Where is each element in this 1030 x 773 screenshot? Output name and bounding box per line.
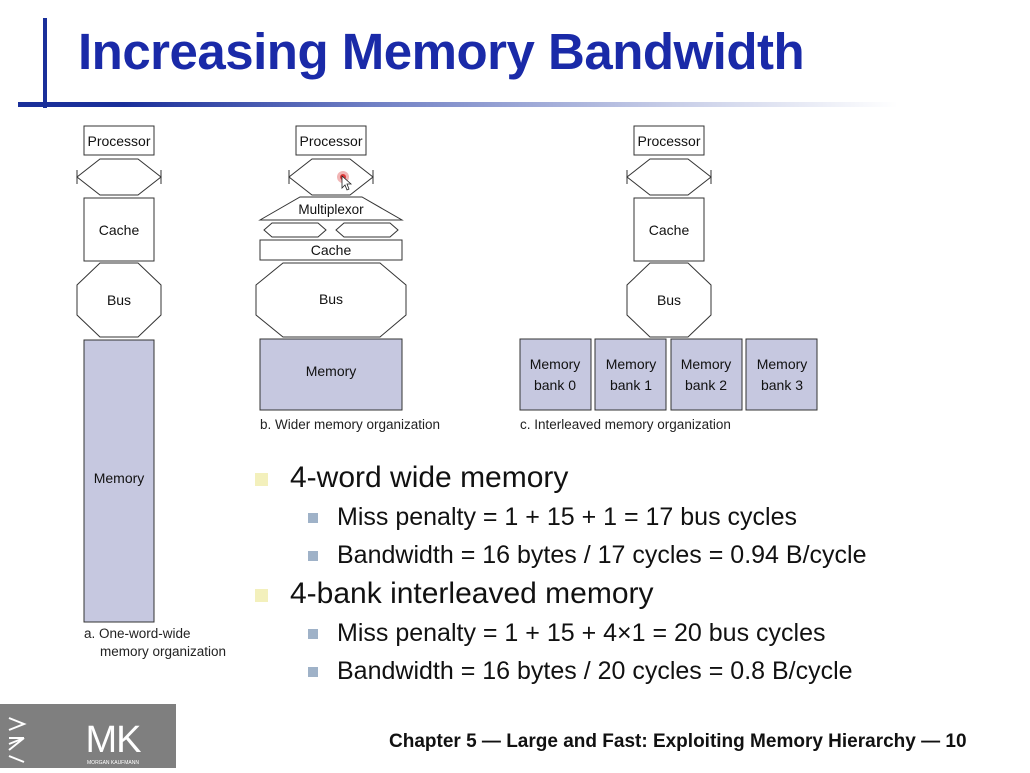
- sub-bullet-item: Bandwidth = 16 bytes / 20 cycles = 0.8 B…: [250, 652, 866, 690]
- c-bank-1-line2: bank 1: [610, 377, 652, 393]
- slide-footer: Chapter 5 — Large and Fast: Exploiting M…: [389, 731, 967, 752]
- a-cache-label: Cache: [99, 222, 140, 238]
- b-memory-box: [259, 338, 403, 411]
- b-multiplexor-label: Multiplexor: [298, 202, 364, 217]
- bullet-item: 4-word wide memory: [250, 458, 866, 498]
- sub-bullet-square-icon: [308, 513, 318, 523]
- c-memory-bank-0: [519, 338, 592, 411]
- b-caption: b. Wider memory organization: [260, 417, 441, 432]
- bullet-text: 4-word wide memory: [290, 461, 569, 494]
- a-caption-line1: a. One-word-wide: [84, 626, 191, 641]
- c-bank-1-line1: Memory: [606, 356, 657, 372]
- a-processor-cache-link: [76, 158, 162, 196]
- a-memory-label: Memory: [94, 470, 145, 486]
- diagram-c-interleaved: Processor Cache Bus Memory bank 0 Memory…: [519, 125, 818, 411]
- b-memory-label: Memory: [306, 363, 357, 379]
- sub-bullet-text: Miss penalty = 1 + 15 + 1 = 17 bus cycle…: [337, 503, 797, 531]
- a-cache-box: [83, 197, 155, 262]
- c-memory-bank-1: [594, 338, 667, 411]
- bullet-list: 4-word wide memory Miss penalty = 1 + 15…: [250, 458, 866, 690]
- c-bank-3-line1: Memory: [757, 356, 808, 372]
- sub-bullet-square-icon: [308, 667, 318, 677]
- b-processor-box: [295, 125, 367, 156]
- c-cache-label: Cache: [649, 222, 690, 238]
- c-processor-box: [633, 125, 705, 156]
- a-bus-label: Bus: [107, 292, 131, 308]
- c-cache-box: [633, 197, 705, 262]
- c-caption: c. Interleaved memory organization: [520, 417, 731, 432]
- a-processor-box: [83, 125, 155, 156]
- a-bus-shape: [76, 262, 162, 338]
- b-processor-mux-link: [288, 158, 374, 196]
- sub-bullet-text: Bandwidth = 16 bytes / 20 cycles = 0.8 B…: [337, 657, 853, 685]
- title-accent-vertical-bar: [43, 18, 47, 108]
- title-underline-bar: [18, 102, 898, 107]
- memory-organization-diagram: .box{fill:#fff;stroke:#333;stroke-width:…: [76, 125, 818, 623]
- c-processor-label: Processor: [637, 133, 700, 149]
- b-mux-cache-link-right: [335, 222, 399, 238]
- sub-bullet-item: Bandwidth = 16 bytes / 17 cycles = 0.94 …: [250, 536, 866, 574]
- c-bank-2-line2: bank 2: [685, 377, 727, 393]
- b-cache-box: [259, 239, 403, 261]
- mouse-pointer-icon: [341, 175, 353, 191]
- diagram-a-one-word-wide: Processor Cache Bus Memory: [76, 125, 162, 623]
- c-bus-label: Bus: [657, 292, 681, 308]
- bullet-item: 4-bank interleaved memory: [250, 574, 866, 614]
- b-bus-shape: [255, 262, 407, 338]
- sub-bullet-item: Miss penalty = 1 + 15 + 4×1 = 20 bus cyc…: [250, 614, 866, 652]
- sub-bullet-square-icon: [308, 551, 318, 561]
- a-processor-label: Processor: [87, 133, 150, 149]
- diagram-b-wider-memory: Processor Multiplexor Cache Bus Memory: [255, 125, 407, 411]
- logo-publisher-name: MORGAN KAUFMANN: [87, 760, 139, 766]
- slide-title: Increasing Memory Bandwidth: [78, 23, 805, 80]
- mk-vertical-monogram-icon: [8, 717, 27, 763]
- b-cache-label: Cache: [311, 242, 352, 258]
- bullet-square-icon: [255, 473, 268, 486]
- b-multiplexor-shape: [258, 196, 404, 221]
- c-memory-bank-2: [670, 338, 743, 411]
- c-bank-0-line1: Memory: [530, 356, 581, 372]
- b-processor-label: Processor: [299, 133, 362, 149]
- logo-initials: MK: [86, 719, 142, 761]
- c-bank-0-line2: bank 0: [534, 377, 576, 393]
- c-memory-bank-3: [745, 338, 818, 411]
- a-caption-line2: memory organization: [100, 644, 227, 659]
- sub-bullet-square-icon: [308, 629, 318, 639]
- b-mux-cache-link-left: [263, 222, 327, 238]
- bullet-square-icon: [255, 589, 268, 602]
- sub-bullet-text: Miss penalty = 1 + 15 + 4×1 = 20 bus cyc…: [337, 619, 826, 647]
- bullet-text: 4-bank interleaved memory: [290, 577, 654, 610]
- c-bus-shape: [626, 262, 712, 338]
- c-bank-3-line2: bank 3: [761, 377, 803, 393]
- publisher-logo: MK MORGAN KAUFMANN: [0, 704, 176, 768]
- c-processor-cache-link: [626, 158, 712, 196]
- b-bus-label: Bus: [319, 291, 343, 307]
- sub-bullet-text: Bandwidth = 16 bytes / 17 cycles = 0.94 …: [337, 541, 867, 569]
- a-memory-box: [83, 339, 155, 623]
- c-bank-2-line1: Memory: [681, 356, 732, 372]
- sub-bullet-item: Miss penalty = 1 + 15 + 1 = 17 bus cycle…: [250, 498, 866, 536]
